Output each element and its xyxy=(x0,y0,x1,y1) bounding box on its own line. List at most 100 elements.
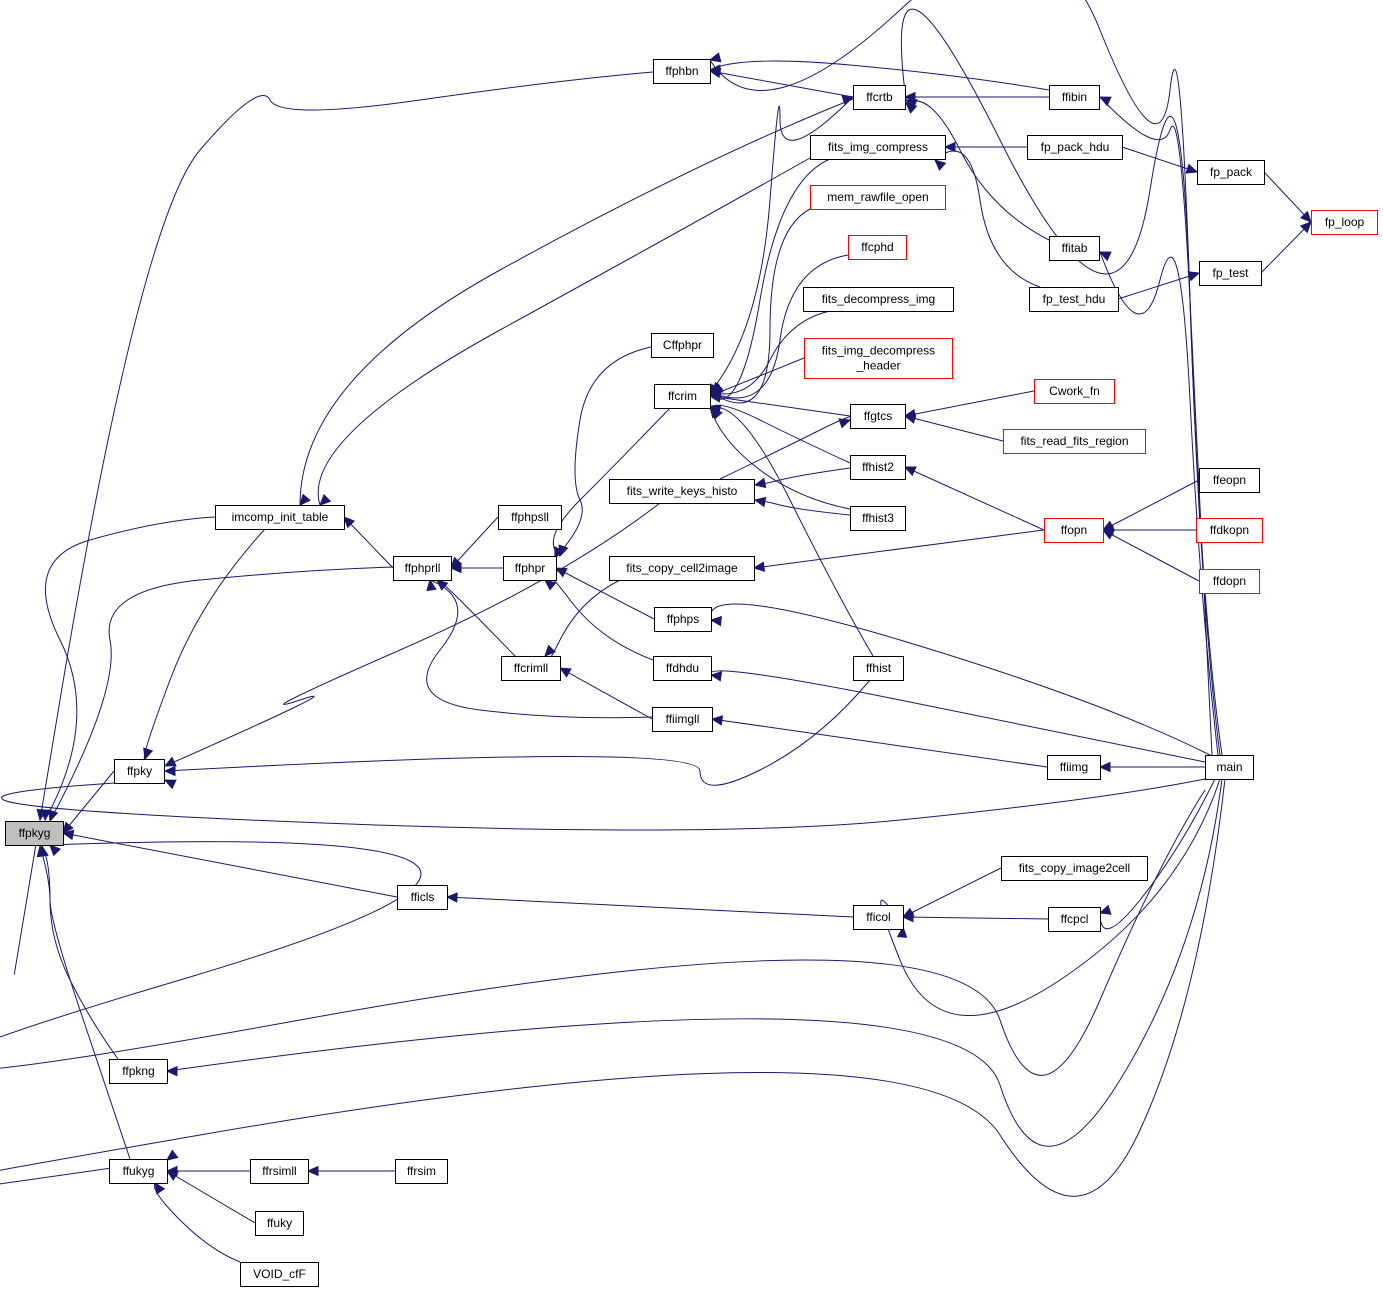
node-box[interactable] xyxy=(1048,907,1101,932)
node-fp_pack[interactable]: fp_pack xyxy=(1197,160,1265,185)
node-box[interactable] xyxy=(804,338,953,379)
node-box[interactable] xyxy=(1205,755,1254,780)
node-box[interactable] xyxy=(1199,569,1260,594)
node-box[interactable] xyxy=(498,505,562,530)
node-box[interactable] xyxy=(850,455,906,480)
node-ffrsimll[interactable]: ffrsimll xyxy=(250,1159,309,1184)
node-ffcrimll[interactable]: ffcrimll xyxy=(501,656,561,681)
node-Cffphpr[interactable]: Cffphpr xyxy=(651,333,714,358)
node-box[interactable] xyxy=(853,656,904,681)
node-box[interactable] xyxy=(109,1059,168,1084)
node-ffitab[interactable]: ffitab xyxy=(1049,236,1100,261)
node-fits_copy_cell2image[interactable]: fits_copy_cell2image xyxy=(609,556,755,581)
node-box[interactable] xyxy=(810,135,946,160)
node-box[interactable] xyxy=(653,59,711,84)
node-ffdkopn[interactable]: ffdkopn xyxy=(1196,518,1263,543)
node-ffeopn[interactable]: ffeopn xyxy=(1199,468,1260,493)
node-box[interactable] xyxy=(1049,85,1100,110)
node-box[interactable] xyxy=(853,905,904,930)
node-box[interactable] xyxy=(1196,518,1263,543)
node-box[interactable] xyxy=(1047,755,1101,780)
node-ffhist3[interactable]: ffhist3 xyxy=(850,506,906,531)
node-box[interactable] xyxy=(250,1159,309,1184)
node-box[interactable] xyxy=(1027,135,1123,160)
node-ffhist[interactable]: ffhist xyxy=(853,656,904,681)
node-box[interactable] xyxy=(1044,518,1104,543)
node-box[interactable] xyxy=(609,479,755,504)
node-ffiimgll[interactable]: ffiimgll xyxy=(652,707,713,732)
node-fits_img_compress[interactable]: fits_img_compress xyxy=(810,135,946,160)
node-box[interactable] xyxy=(853,85,906,110)
node-ffphbn[interactable]: ffphbn xyxy=(653,59,711,84)
node-box[interactable] xyxy=(652,707,713,732)
node-ffiimg[interactable]: ffiimg xyxy=(1047,755,1101,780)
node-box[interactable] xyxy=(215,505,345,530)
node-ffdhdu[interactable]: ffdhdu xyxy=(653,656,712,681)
node-box[interactable] xyxy=(240,1262,319,1287)
node-ffcpcl[interactable]: ffcpcl xyxy=(1048,907,1101,932)
node-box[interactable] xyxy=(1049,236,1100,261)
node-box[interactable] xyxy=(393,556,452,581)
node-mem_rawfile_open[interactable]: mem_rawfile_open xyxy=(810,185,946,210)
node-fits_decompress_img[interactable]: fits_decompress_img xyxy=(803,287,954,312)
node-box[interactable] xyxy=(501,656,561,681)
node-ffukyg[interactable]: ffukyg xyxy=(109,1159,168,1184)
node-ffdopn[interactable]: ffdopn xyxy=(1199,569,1260,594)
node-fits_copy_image2cell[interactable]: fits_copy_image2cell xyxy=(1001,856,1148,881)
node-ffphprll[interactable]: ffphprll xyxy=(393,556,452,581)
node-box[interactable] xyxy=(397,885,448,910)
node-ffpkng[interactable]: ffpkng xyxy=(109,1059,168,1084)
node-fficls[interactable]: fficls xyxy=(397,885,448,910)
node-ffpkyg[interactable]: ffpkyg xyxy=(5,821,64,846)
node-Cwork_fn[interactable]: Cwork_fn xyxy=(1034,379,1115,404)
node-fits_write_keys_histo[interactable]: fits_write_keys_histo xyxy=(609,479,755,504)
node-box[interactable] xyxy=(609,556,755,581)
node-VOID_cfF[interactable]: VOID_cfF xyxy=(240,1262,319,1287)
node-box[interactable] xyxy=(654,607,712,632)
node-ffphps[interactable]: ffphps xyxy=(654,607,712,632)
node-box[interactable] xyxy=(1197,160,1265,185)
node-ffopn[interactable]: ffopn xyxy=(1044,518,1104,543)
node-box[interactable] xyxy=(803,287,954,312)
node-box[interactable] xyxy=(1311,210,1378,235)
node-fp_test[interactable]: fp_test xyxy=(1199,261,1262,286)
node-ffuky[interactable]: ffuky xyxy=(255,1211,304,1236)
node-ffgtcs[interactable]: ffgtcs xyxy=(850,404,906,429)
node-main[interactable]: main xyxy=(1205,755,1254,780)
node-ffphpr[interactable]: ffphpr xyxy=(503,556,557,581)
node-ffcrim[interactable]: ffcrim xyxy=(654,384,711,409)
node-ffpky[interactable]: ffpky xyxy=(114,759,165,784)
node-ffhist2[interactable]: ffhist2 xyxy=(850,455,906,480)
node-box[interactable] xyxy=(850,506,906,531)
node-ffcphd[interactable]: ffcphd xyxy=(848,235,907,260)
node-box[interactable] xyxy=(255,1211,304,1236)
node-box[interactable] xyxy=(5,821,64,846)
node-box[interactable] xyxy=(395,1159,448,1184)
node-box[interactable] xyxy=(651,333,714,358)
node-ffibin[interactable]: ffibin xyxy=(1049,85,1100,110)
node-box[interactable] xyxy=(654,384,711,409)
node-box[interactable] xyxy=(810,185,946,210)
node-box[interactable] xyxy=(1003,429,1146,454)
node-imcomp_init_table[interactable]: imcomp_init_table xyxy=(215,505,345,530)
node-box[interactable] xyxy=(1029,287,1119,312)
node-box[interactable] xyxy=(1001,856,1148,881)
node-box[interactable] xyxy=(653,656,712,681)
node-fp_test_hdu[interactable]: fp_test_hdu xyxy=(1029,287,1119,312)
node-box[interactable] xyxy=(503,556,557,581)
node-fits_read_fits_region[interactable]: fits_read_fits_region xyxy=(1003,429,1146,454)
node-fits_img_decompress_header[interactable]: fits_img_decompress_header xyxy=(804,338,953,379)
node-box[interactable] xyxy=(114,759,165,784)
node-box[interactable] xyxy=(850,404,906,429)
node-ffrsim[interactable]: ffrsim xyxy=(395,1159,448,1184)
node-box[interactable] xyxy=(848,235,907,260)
node-box[interactable] xyxy=(1199,468,1260,493)
node-box[interactable] xyxy=(109,1159,168,1184)
node-ffcrtb[interactable]: ffcrtb xyxy=(853,85,906,110)
node-box[interactable] xyxy=(1199,261,1262,286)
node-fp_loop[interactable]: fp_loop xyxy=(1311,210,1378,235)
node-fficol[interactable]: fficol xyxy=(853,905,904,930)
node-box[interactable] xyxy=(1034,379,1115,404)
node-ffphpsll[interactable]: ffphpsll xyxy=(498,505,562,530)
node-fp_pack_hdu[interactable]: fp_pack_hdu xyxy=(1027,135,1123,160)
